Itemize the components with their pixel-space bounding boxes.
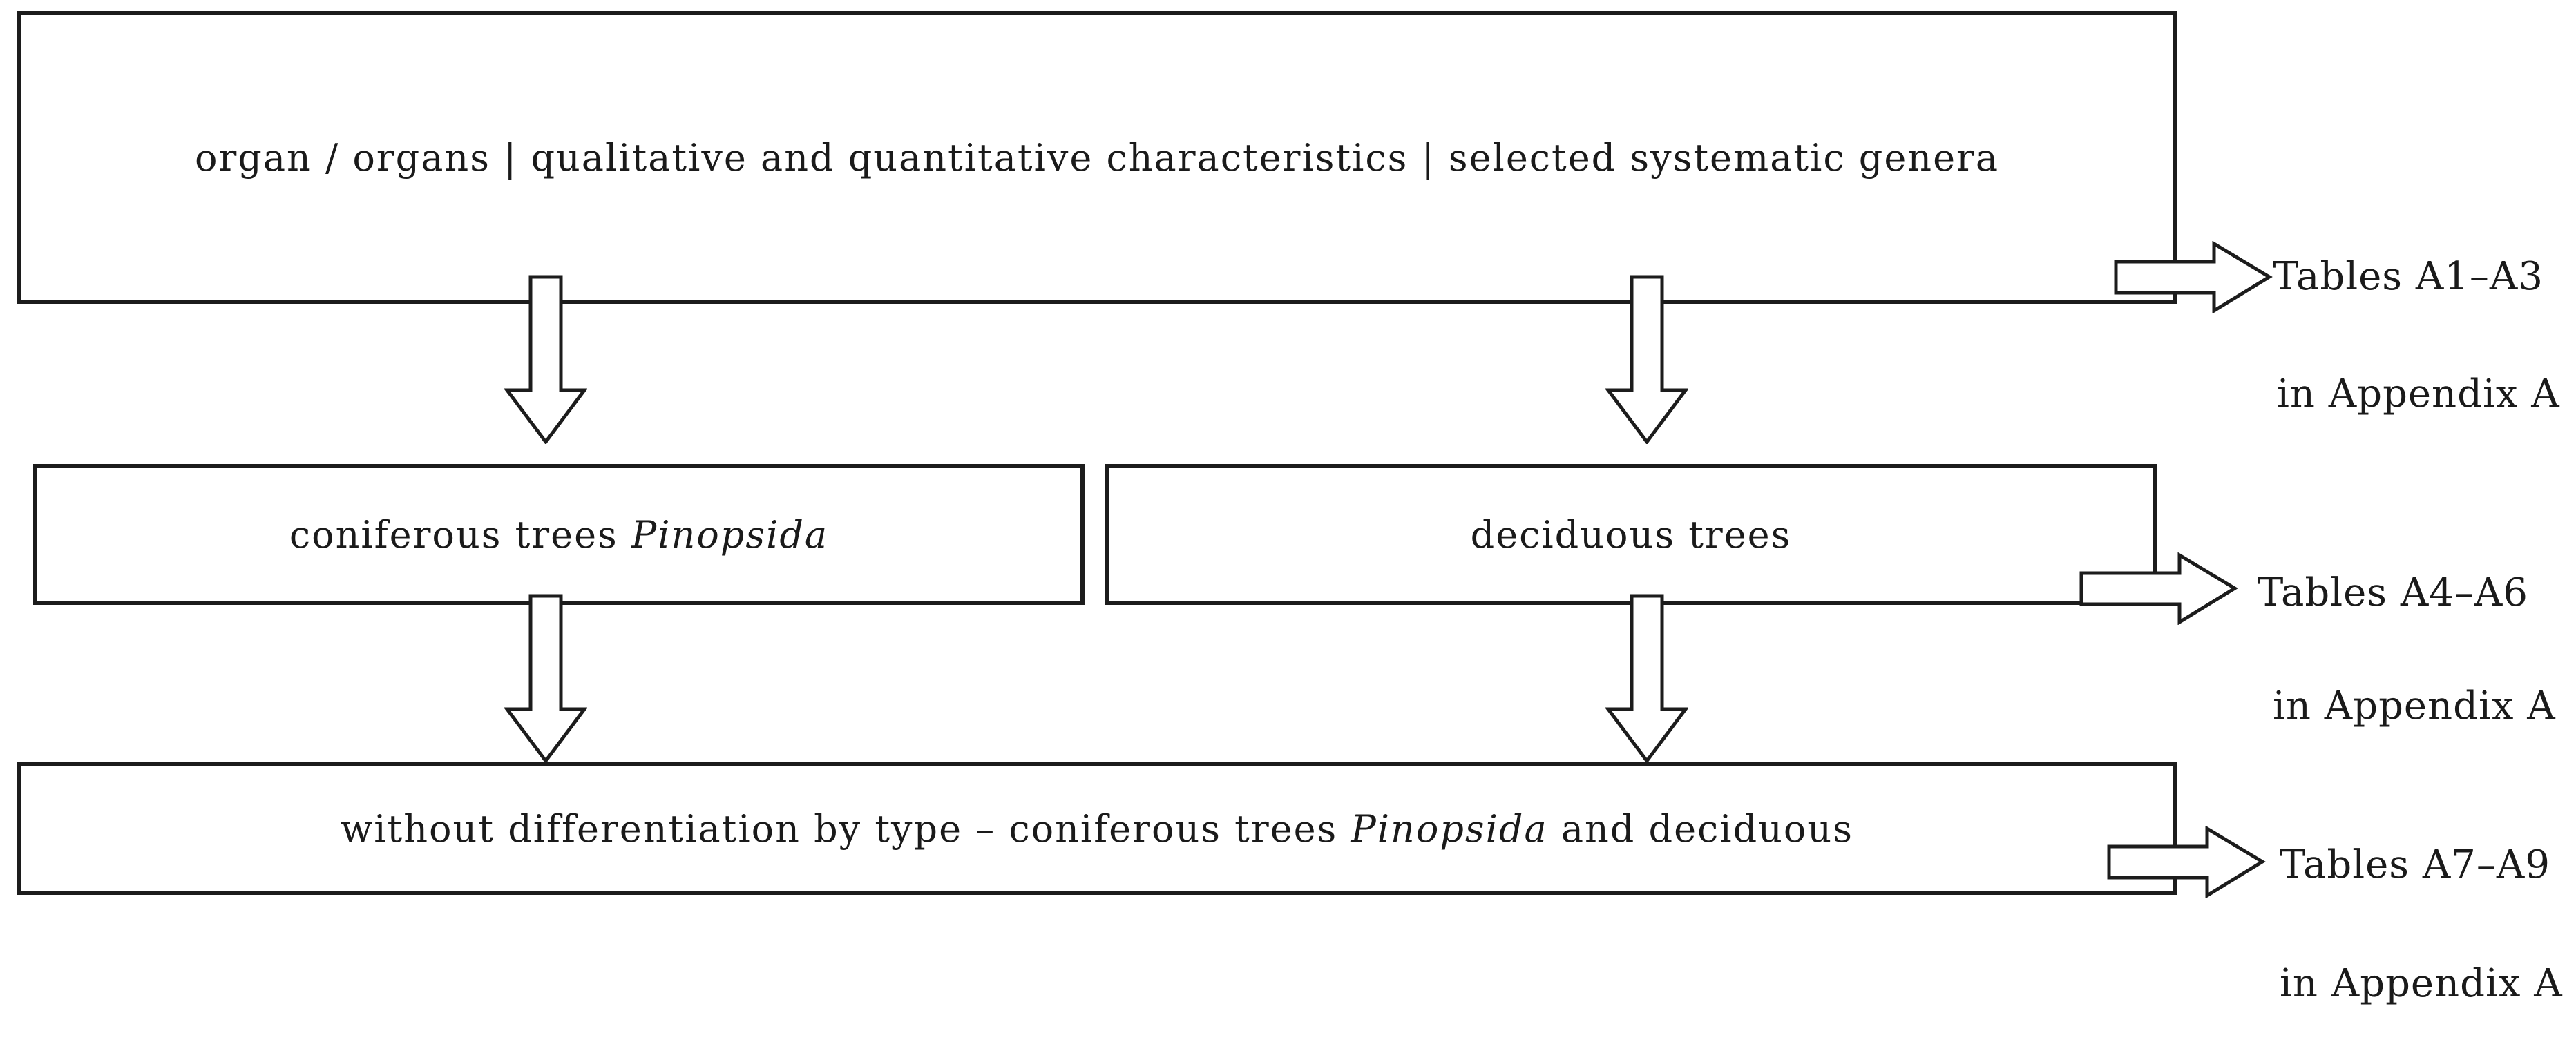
box-without-differentiation-text: without differentiation by type – conife… bbox=[341, 806, 1351, 851]
box-coniferous-trees-label: coniferous trees Pinopsida bbox=[289, 513, 828, 557]
callout-tables-a1-a3: Tables A1–A3 bbox=[2273, 254, 2544, 299]
box-coniferous-trees-text: coniferous trees bbox=[289, 512, 631, 557]
right-block-arrow-icon bbox=[2107, 826, 2266, 898]
box-without-differentiation-text-after: and deciduous bbox=[1547, 806, 1853, 851]
right-block-arrow-icon bbox=[2114, 241, 2273, 313]
box-organ-characteristics-label: organ / organs | qualitative and quantit… bbox=[194, 135, 2000, 180]
box-deciduous-trees: deciduous trees bbox=[1105, 464, 2157, 605]
down-block-arrow-icon bbox=[1605, 275, 1688, 444]
box-coniferous-trees-italic: Pinopsida bbox=[631, 512, 829, 557]
down-block-arrow-icon bbox=[504, 275, 587, 444]
down-block-arrow-icon bbox=[1605, 594, 1688, 763]
box-without-differentiation: without differentiation by type – conife… bbox=[17, 762, 2177, 895]
down-block-arrow-icon bbox=[504, 594, 587, 763]
box-without-differentiation-italic: Pinopsida bbox=[1351, 806, 1548, 851]
callout-appendix-a-1: in Appendix A bbox=[2277, 371, 2560, 416]
callout-tables-a4-a6: Tables A4–A6 bbox=[2258, 570, 2528, 615]
box-coniferous-trees: coniferous trees Pinopsida bbox=[33, 464, 1085, 605]
box-without-differentiation-label: without differentiation by type – conife… bbox=[341, 807, 1853, 851]
callout-tables-a7-a9: Tables A7–A9 bbox=[2280, 842, 2550, 887]
right-block-arrow-icon bbox=[2079, 552, 2238, 625]
callout-appendix-a-3: in Appendix A bbox=[2280, 961, 2563, 1006]
box-deciduous-trees-label: deciduous trees bbox=[1470, 512, 1792, 557]
box-organ-characteristics: organ / organs | qualitative and quantit… bbox=[17, 11, 2177, 304]
callout-appendix-a-2: in Appendix A bbox=[2273, 684, 2556, 728]
